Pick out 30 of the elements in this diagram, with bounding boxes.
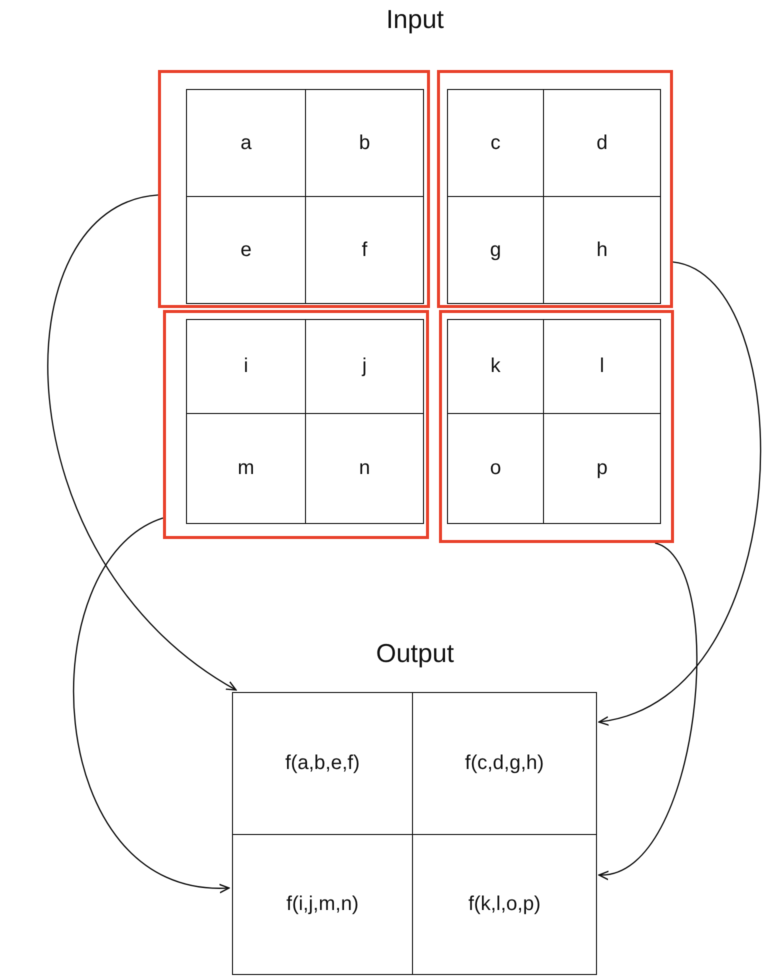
grid-cell: g [447, 196, 544, 304]
output-cell: f(k,l,o,p) [412, 834, 597, 975]
grid-cell: k [447, 319, 544, 414]
grid-heading: Output [374, 638, 456, 669]
grid-cell: j [305, 319, 424, 414]
grid-cell: c [447, 89, 544, 197]
output-cell: f(a,b,e,f) [232, 692, 413, 835]
grid-cell: d [543, 89, 661, 197]
grid-cell: p [543, 413, 661, 524]
grid-cell: m [186, 413, 306, 524]
output-cell: f(i,j,m,n) [232, 834, 413, 975]
grid-cell: a [186, 89, 306, 197]
grid-cell: h [543, 196, 661, 304]
pooling-window [158, 70, 430, 308]
grid-cell: o [447, 413, 544, 524]
arrow [73, 517, 230, 892]
pooling-window [437, 70, 673, 308]
output-cell: f(c,d,g,h) [412, 692, 597, 835]
grid-cell: l [543, 319, 661, 414]
arrow [48, 194, 237, 691]
pooling-window [439, 310, 674, 543]
grid-cell: f [305, 196, 424, 304]
grid-cell: n [305, 413, 424, 524]
pooling-window [163, 310, 429, 539]
grid-cell: e [186, 196, 306, 304]
grid-cell: b [305, 89, 424, 197]
grid-cell: i [186, 319, 306, 414]
arrow [598, 261, 761, 724]
arrow [598, 542, 698, 878]
grid-heading: Input [385, 4, 445, 35]
